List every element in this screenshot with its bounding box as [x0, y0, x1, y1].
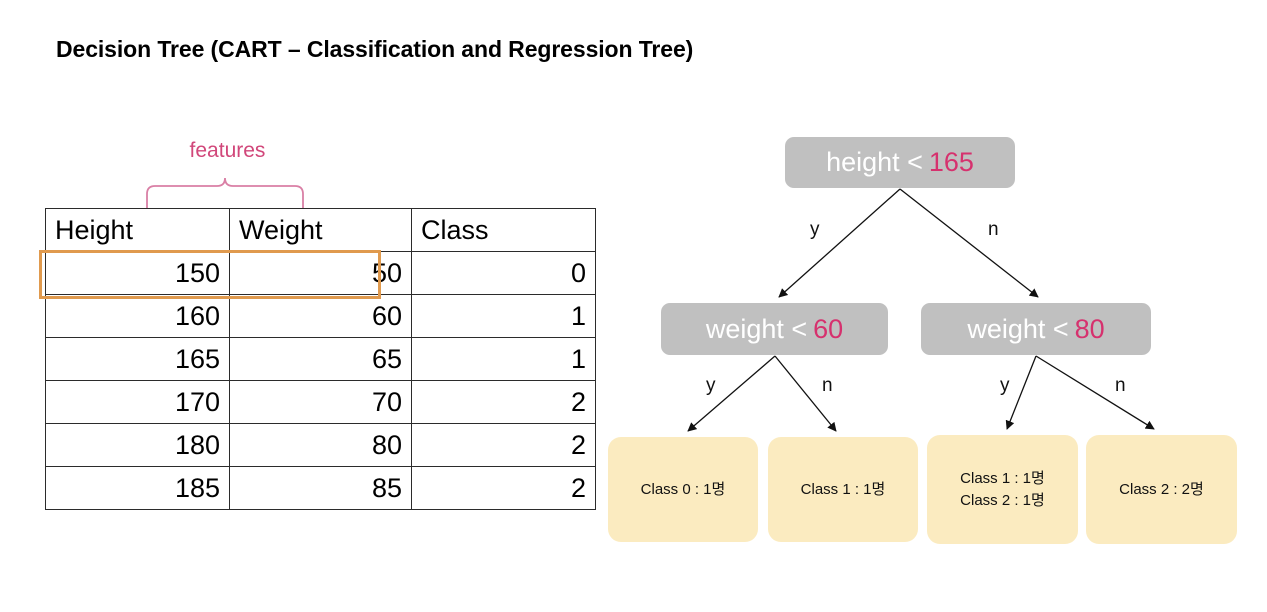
right-threshold-value: 80	[1074, 313, 1105, 344]
cell-class: 2	[411, 380, 596, 424]
leaf-line: Class 2 : 1명	[960, 491, 1045, 509]
column-header-class: Class	[411, 208, 596, 252]
cell-class: 1	[411, 337, 596, 381]
cell-height: 185	[45, 466, 230, 510]
tree-leaf-node[interactable]: Class 1 : 1명	[768, 437, 918, 542]
leaf-line: Class 1 : 1명	[960, 470, 1045, 488]
cell-height: 160	[45, 294, 230, 338]
page-title: Decision Tree (CART – Classification and…	[56, 36, 694, 62]
right-condition-text: weight <	[967, 313, 1069, 344]
cell-weight: 50	[229, 251, 412, 295]
edge-label-left-yes: y	[706, 375, 716, 396]
cell-weight: 60	[229, 294, 412, 338]
cell-height: 150	[45, 251, 230, 295]
tree-leaf-node[interactable]: Class 1 : 1명 Class 2 : 1명	[927, 435, 1078, 544]
cell-class: 2	[411, 466, 596, 510]
edge-label-right-yes: y	[1000, 375, 1010, 396]
table-row: 185 85 2	[45, 466, 596, 510]
edge-label-left-no: n	[822, 375, 833, 396]
table-row: 150 50 0	[45, 251, 596, 295]
leaf-line: Class 0 : 1명	[640, 480, 726, 498]
cell-weight: 65	[229, 337, 412, 381]
cell-class: 0	[411, 251, 596, 295]
table-row: 170 70 2	[45, 380, 596, 424]
tree-leaf-node[interactable]: Class 0 : 1명	[608, 437, 758, 542]
cell-class: 2	[411, 423, 596, 467]
tree-node-left[interactable]: weight < 60	[661, 303, 888, 355]
root-condition-text: height <	[826, 147, 923, 177]
tree-leaf-node[interactable]: Class 2 : 2명	[1086, 435, 1237, 544]
cell-weight: 85	[229, 466, 412, 510]
table-row: 160 60 1	[45, 294, 596, 338]
leaf-line: Class 1 : 1명	[800, 480, 886, 498]
left-threshold-value: 60	[813, 313, 844, 344]
table-row: 180 80 2	[45, 423, 596, 467]
cell-class: 1	[411, 294, 596, 338]
cell-height: 165	[45, 337, 230, 381]
column-header-height: Height	[45, 208, 230, 252]
root-threshold-value: 165	[928, 147, 974, 177]
edge-label-right-no: n	[1115, 375, 1126, 396]
edge-label-root-no: n	[988, 219, 999, 240]
left-condition-text: weight <	[705, 313, 808, 344]
cell-weight: 70	[229, 380, 412, 424]
features-brace-icon	[140, 168, 320, 217]
edge-label-root-yes: y	[810, 219, 820, 240]
tree-node-root[interactable]: height < 165	[785, 137, 1015, 188]
column-header-weight: Weight	[229, 208, 412, 252]
table-header-row: Height Weight Class	[45, 208, 596, 252]
features-annotation-label: features	[189, 139, 266, 162]
table-row: 165 65 1	[45, 337, 596, 381]
cell-weight: 80	[229, 423, 412, 467]
leaf-line: Class 2 : 2명	[1119, 480, 1204, 498]
cell-height: 170	[45, 380, 230, 424]
cell-height: 180	[45, 423, 230, 467]
tree-node-right[interactable]: weight < 80	[921, 303, 1151, 355]
data-table: Height Weight Class 150 50 0 160 60 1 16…	[45, 208, 596, 510]
